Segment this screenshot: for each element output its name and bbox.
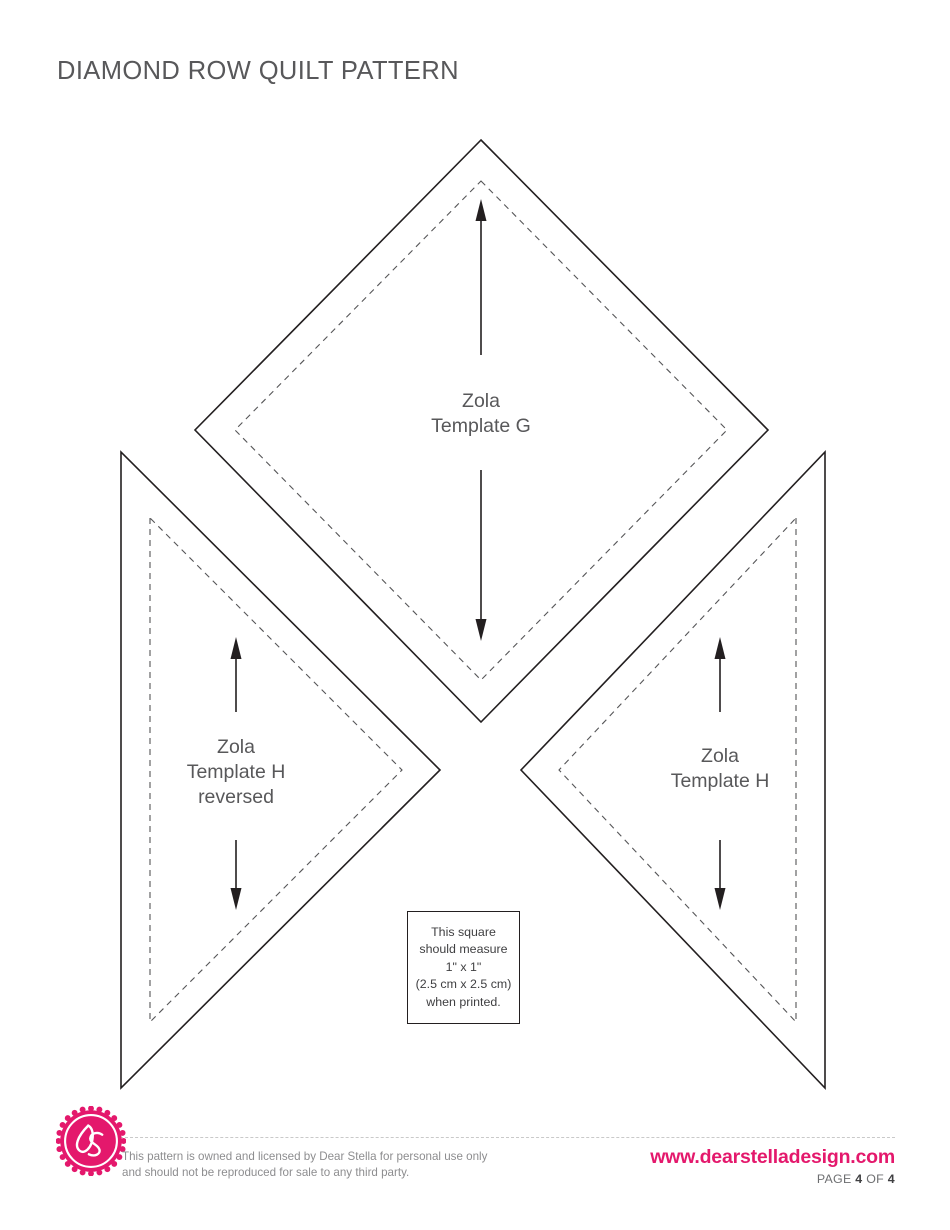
page-title: DIAMOND ROW QUILT PATTERN [57,57,459,85]
label-template-h-line2: Template H [670,770,770,792]
label-template-h-reversed: Zola Template H reversed [187,735,286,810]
label-template-h-reversed-line3: reversed [198,786,274,808]
triangle-left-outline [120,450,442,1090]
website-link[interactable]: www.dearstelladesign.com [650,1146,895,1168]
footer-right-block: www.dearstelladesign.com PAGE 4 OF 4 [650,1146,895,1186]
triangle-left-seam-allowance-dashed [149,516,403,1024]
shape-diamond-template-g [193,138,770,724]
dear-stella-seal-logo-icon [56,1106,126,1176]
measure-line-4: (2.5 cm x 2.5 cm) [415,977,512,992]
triangle-right-outline [519,450,826,1090]
print-scale-test-square: This square should measure 1" x 1" (2.5 … [407,911,520,1024]
measure-line-2: should measure [419,942,508,957]
triangle-right-seam-allowance-dashed [558,516,797,1024]
shape-triangle-template-h [519,450,826,1090]
diamond-grain-arrow-up [475,199,487,355]
footer-divider [120,1137,895,1138]
diamond-seam-allowance-dashed [234,180,728,681]
label-template-h-reversed-line1: Zola [217,736,255,758]
measure-line-3: 1" x 1" [445,959,482,974]
label-template-g: Zola Template G [431,389,531,439]
footer-copyright-line1: This pattern is owned and licensed by De… [122,1150,488,1163]
measure-line-1: This square [431,924,496,939]
label-template-h: Zola Template H [671,744,770,794]
diamond-grain-arrow-down [475,470,487,641]
diamond-outline [193,138,770,724]
logo-ds-monogram [75,1124,104,1157]
measure-line-5: when printed. [426,994,501,1009]
page-middle: OF [866,1172,885,1186]
shape-triangle-template-h-reversed [120,450,442,1090]
triangle-left-grain-arrow-up [230,637,242,712]
triangle-right-grain-arrow-down [714,840,726,910]
footer-copyright: This pattern is owned and licensed by De… [122,1149,522,1180]
page-total: 4 [887,1172,895,1186]
print-scale-test-square-text: This square should measure 1" x 1" (2.5 … [416,924,512,1011]
label-template-h-line1: Zola [701,745,739,767]
label-template-g-line1: Zola [462,390,500,412]
triangle-right-grain-arrow-up [714,637,726,712]
label-template-h-reversed-line2: Template H [186,761,286,783]
page-prefix: PAGE [816,1172,852,1186]
triangle-left-grain-arrow-down [230,840,242,910]
page-footer: This pattern is owned and licensed by De… [0,1105,950,1230]
page-number: PAGE 4 OF 4 [650,1172,895,1186]
label-template-g-line2: Template G [431,415,531,437]
logo-inner-ring [64,1114,118,1168]
page-current: 4 [855,1172,863,1186]
footer-copyright-line2: and should not be reproduced for sale to… [122,1165,410,1179]
